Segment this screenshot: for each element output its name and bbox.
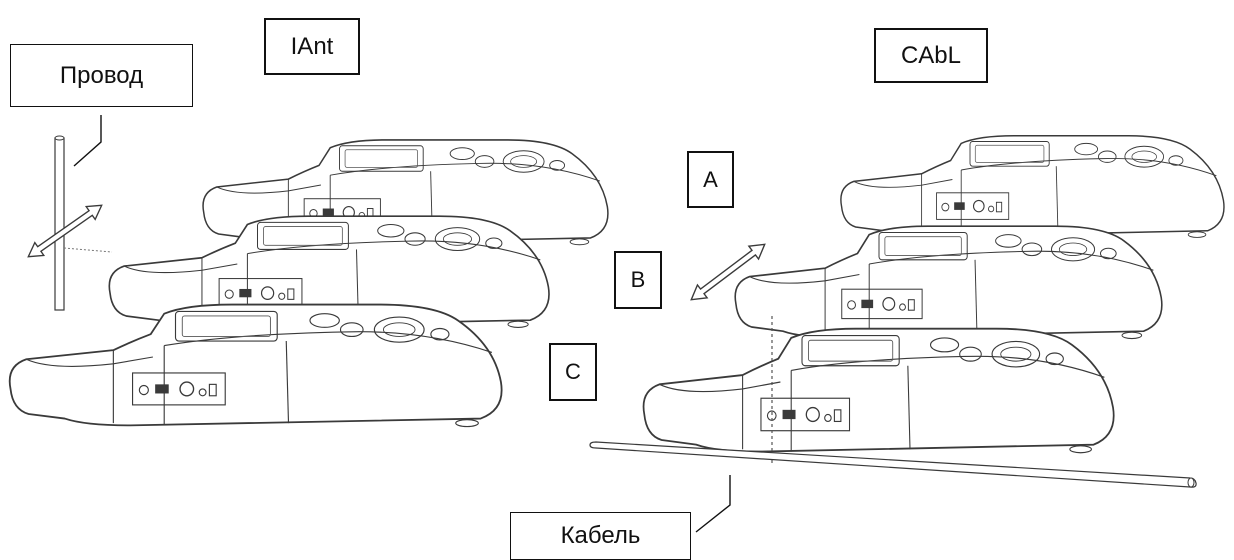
meter-icon-right-middle <box>735 226 1162 338</box>
meter-icon-right-bottom <box>644 329 1114 453</box>
wire-label: Провод <box>10 44 193 107</box>
meter-icon-right-top <box>841 136 1224 238</box>
double-arrow-icon-left <box>24 199 106 263</box>
alignment-dotted-line <box>64 248 112 252</box>
wire-leader-line <box>74 115 101 166</box>
position-label-b: B <box>614 251 662 309</box>
wire-rod <box>55 138 64 310</box>
position-label-a: A <box>687 151 734 208</box>
wire-rod-top <box>55 136 64 140</box>
mode-label-iant: IAnt <box>264 18 360 75</box>
meter-icon-left-bottom <box>10 305 502 427</box>
cable-leader-line <box>696 475 730 532</box>
cable-label: Кабель <box>510 512 691 560</box>
cable-end <box>1188 478 1194 487</box>
position-label-c: C <box>549 343 597 401</box>
mode-label-cabl: CAbL <box>874 28 988 83</box>
